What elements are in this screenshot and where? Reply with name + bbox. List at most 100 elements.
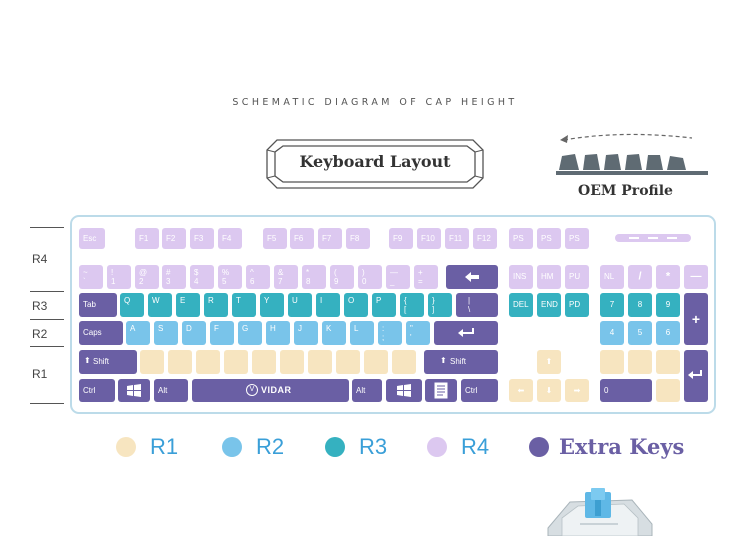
key-scroll-lock[interactable]: PS [537,228,561,249]
key-delete[interactable]: DEL [509,293,533,317]
key-page-up[interactable]: PU [565,265,589,289]
key-v[interactable] [224,350,248,374]
key-i[interactable]: I [316,293,340,317]
key-left-bracket[interactable]: {[ [400,293,424,317]
key-numpad-1[interactable] [600,350,624,374]
key-alt-right[interactable]: Alt [352,379,382,402]
key-r[interactable]: R [204,293,228,317]
key-f1[interactable]: F1 [135,228,159,249]
key-f8[interactable]: F8 [346,228,370,249]
key-0[interactable]: )0 [358,265,382,289]
key-comma[interactable] [336,350,360,374]
key-windows-left[interactable] [118,379,150,402]
key-5[interactable]: %5 [218,265,242,289]
key-arrow-up[interactable]: ⬆ [537,350,561,374]
key-n[interactable] [280,350,304,374]
key-caps-lock[interactable]: Caps [79,321,123,345]
key-d[interactable]: D [182,321,206,345]
key-equals[interactable]: += [414,265,438,289]
key-num-lock[interactable]: NL [600,265,624,289]
key-numpad-8[interactable]: 8 [628,293,652,317]
key-9[interactable]: (9 [330,265,354,289]
key-4[interactable]: $4 [190,265,214,289]
key-windows-right[interactable] [386,379,422,402]
key-j[interactable]: J [294,321,318,345]
key-alt-left[interactable]: Alt [154,379,188,402]
key-insert[interactable]: INS [509,265,533,289]
key-e[interactable]: E [176,293,200,317]
key-f6[interactable]: F6 [290,228,314,249]
key-f7[interactable]: F7 [318,228,342,249]
key-f10[interactable]: F10 [417,228,441,249]
key-a[interactable]: A [126,321,150,345]
key-slash[interactable] [392,350,416,374]
key-arrow-right[interactable]: ➡ [565,379,589,402]
key-numpad-plus[interactable]: + [684,293,708,345]
key-2[interactable]: @2 [135,265,159,289]
key-backspace[interactable] [446,265,498,289]
key-numpad-period[interactable] [656,379,680,402]
key-shift-left[interactable]: ⬆ Shift [79,350,137,374]
key-h[interactable]: H [266,321,290,345]
key-numpad-2[interactable] [628,350,652,374]
key-y[interactable]: Y [260,293,284,317]
key-esc[interactable]: Esc [79,228,105,249]
key-ctrl-left[interactable]: Ctrl [79,379,115,402]
key-minus[interactable]: —_ [386,265,410,289]
key-numpad-6[interactable]: 6 [656,321,680,345]
key-c[interactable] [196,350,220,374]
key-period[interactable] [364,350,388,374]
key-end[interactable]: END [537,293,561,317]
key-k[interactable]: K [322,321,346,345]
key-f9[interactable]: F9 [389,228,413,249]
key-spacebar[interactable]: V VIDAR [192,379,349,402]
key-1[interactable]: !1 [107,265,131,289]
key-f5[interactable]: F5 [263,228,287,249]
key-menu[interactable] [425,379,457,402]
key-numpad-4[interactable]: 4 [600,321,624,345]
key-x[interactable] [168,350,192,374]
key-quote[interactable]: "' [406,321,430,345]
key-q[interactable]: Q [120,293,144,317]
key-z[interactable] [140,350,164,374]
key-u[interactable]: U [288,293,312,317]
key-right-bracket[interactable]: }] [428,293,452,317]
key-semicolon[interactable]: :; [378,321,402,345]
key-numpad-slash[interactable]: / [628,265,652,289]
key-page-down[interactable]: PD [565,293,589,317]
key-f2[interactable]: F2 [162,228,186,249]
key-g[interactable]: G [238,321,262,345]
key-f3[interactable]: F3 [190,228,214,249]
key-numpad-9[interactable]: 9 [656,293,680,317]
key-enter[interactable] [434,321,498,345]
key-pause[interactable]: PS [565,228,589,249]
key-printscreen[interactable]: PS [509,228,533,249]
key-8[interactable]: *8 [302,265,326,289]
key-numpad-star[interactable]: * [656,265,680,289]
key-numpad-7[interactable]: 7 [600,293,624,317]
key-7[interactable]: &7 [274,265,298,289]
key-t[interactable]: T [232,293,256,317]
key-m[interactable] [308,350,332,374]
key-s[interactable]: S [154,321,178,345]
key-numpad-3[interactable] [656,350,680,374]
key-numpad-5[interactable]: 5 [628,321,652,345]
key-arrow-down[interactable]: ⬇ [537,379,561,402]
key-o[interactable]: O [344,293,368,317]
key-f4[interactable]: F4 [218,228,242,249]
key-ctrl-right[interactable]: Ctrl [461,379,498,402]
key-l[interactable]: L [350,321,374,345]
key-home[interactable]: HM [537,265,561,289]
key-p[interactable]: P [372,293,396,317]
key-tab[interactable]: Tab [79,293,117,317]
key-f12[interactable]: F12 [473,228,497,249]
key-b[interactable] [252,350,276,374]
key-3[interactable]: #3 [162,265,186,289]
key-backslash[interactable]: |\ [456,293,498,317]
key-6[interactable]: ^6 [246,265,270,289]
key-f11[interactable]: F11 [445,228,469,249]
key-backtick[interactable]: ~` [79,265,103,289]
key-shift-right[interactable]: ⬆ Shift [424,350,498,374]
key-numpad-enter[interactable] [684,350,708,402]
key-arrow-left[interactable]: ⬅ [509,379,533,402]
